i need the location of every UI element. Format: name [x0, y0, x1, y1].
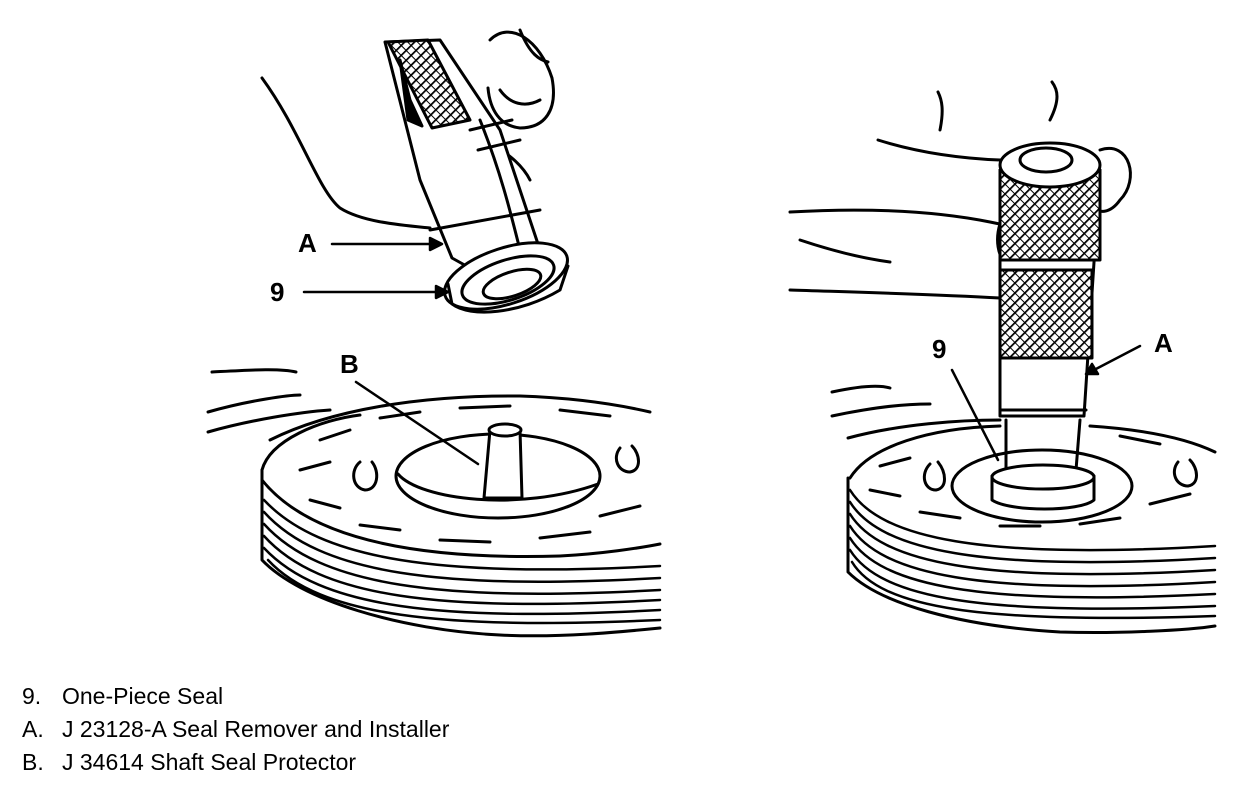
left-seal-9 [443, 241, 570, 314]
legend-key: B. [22, 749, 44, 775]
right-compressor-rings [848, 488, 1217, 620]
legend-item-b: B. J 34614 Shaft Seal Protector [22, 746, 449, 779]
callout-left-9: 9 [270, 277, 284, 307]
left-leaders [302, 236, 480, 466]
right-compressor [830, 384, 1217, 635]
legend-text: One-Piece Seal [62, 683, 224, 709]
left-compressor-rings [262, 498, 662, 625]
right-illustration: 9 A [788, 80, 1217, 635]
legend-key: 9. [22, 683, 42, 709]
legend-text: J 34614 Shaft Seal Protector [62, 749, 357, 775]
left-illustration: A 9 B [206, 28, 662, 638]
legend-item-a: A. J 23128-A Seal Remover and Installer [22, 713, 449, 746]
right-compressor-slots [868, 434, 1192, 528]
legend-text: J 23128-A Seal Remover and Installer [62, 716, 450, 742]
legend-key: A. [22, 716, 44, 742]
callout-right-A: A [1154, 328, 1173, 358]
legend-item-9: 9. One-Piece Seal [22, 680, 449, 713]
callout-left-B: B [340, 349, 359, 379]
left-compressor [206, 368, 662, 638]
left-compressor-slots [298, 404, 642, 544]
left-tool-a [383, 38, 542, 270]
right-tool-a [998, 141, 1102, 472]
callout-left-A: A [298, 228, 317, 258]
callout-right-9: 9 [932, 334, 946, 364]
left-hand [260, 28, 555, 230]
right-leaders [950, 344, 1142, 462]
legend: 9. One-Piece Seal A. J 23128-A Seal Remove… [22, 680, 449, 779]
